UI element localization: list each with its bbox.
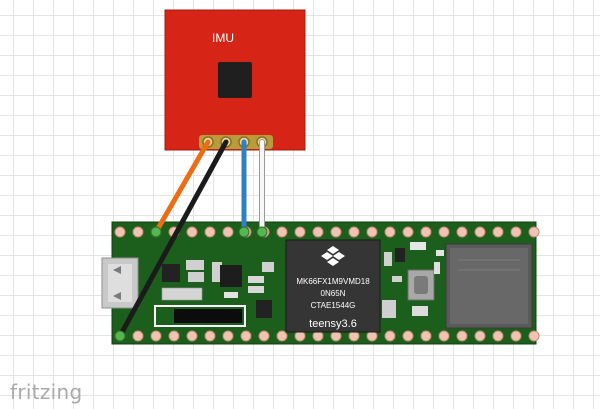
pad-strip <box>174 309 242 323</box>
wire-black[interactable] <box>117 139 229 339</box>
teensy-pin[interactable] <box>222 330 234 342</box>
teensy-pin[interactable] <box>276 330 288 342</box>
smd-part <box>382 300 396 318</box>
teensy-pin[interactable] <box>258 330 270 342</box>
mcu-logo-icon <box>321 246 345 266</box>
mcu-line-2: 0N65N <box>321 289 346 298</box>
teensy-pin[interactable] <box>294 226 306 238</box>
teensy-pin[interactable] <box>132 330 144 342</box>
teensy-pin[interactable] <box>276 226 288 238</box>
teensy-pin[interactable] <box>312 226 324 238</box>
teensy-pin[interactable] <box>150 330 162 342</box>
main-mcu: MK66FX1M9VMD18 0N65N CTAE1544G teensy3.6 <box>285 239 381 333</box>
teensy-pin[interactable] <box>168 330 180 342</box>
smd-part <box>262 262 274 272</box>
fritzing-watermark: fritzing <box>10 380 83 404</box>
teensy-pin[interactable] <box>456 226 468 238</box>
teensy-pin[interactable] <box>330 226 342 238</box>
teensy-pin[interactable] <box>420 330 432 342</box>
teensy-pin[interactable] <box>420 226 432 238</box>
teensy-pin[interactable] <box>204 226 216 238</box>
teensy-pin[interactable] <box>474 330 486 342</box>
smd-part <box>392 276 402 282</box>
teensy-pin[interactable] <box>528 330 540 342</box>
smd-part <box>434 262 440 274</box>
teensy-pin[interactable] <box>114 226 126 238</box>
teensy-pin[interactable] <box>186 330 198 342</box>
connected-pin[interactable] <box>114 330 126 342</box>
teensy-pin[interactable] <box>348 226 360 238</box>
sd-card-slot[interactable] <box>445 243 533 329</box>
connected-pin[interactable] <box>150 226 162 238</box>
usb-connector[interactable] <box>101 257 139 309</box>
teensy-pin[interactable] <box>204 330 216 342</box>
teensy-pin[interactable] <box>510 226 522 238</box>
smd-part <box>248 286 264 293</box>
imu-module[interactable]: IMU <box>164 9 306 151</box>
teensy-pin[interactable] <box>384 226 396 238</box>
teensy-brand: teensy3.6 <box>309 318 357 330</box>
imu-chip <box>218 62 252 98</box>
mcu-line-1: MK66FX1M9VMD18 <box>296 277 370 286</box>
teensy-pin[interactable] <box>438 226 450 238</box>
teensy-pin[interactable] <box>528 226 540 238</box>
teensy-pin[interactable] <box>474 226 486 238</box>
teensy-pin[interactable] <box>510 330 522 342</box>
smd-part <box>212 262 222 282</box>
teensy-pin[interactable] <box>438 330 450 342</box>
imu-label: IMU <box>212 31 234 45</box>
smd-part <box>436 250 444 256</box>
teensy-pin[interactable] <box>240 330 252 342</box>
smd-part <box>384 252 392 266</box>
teensy-pin[interactable] <box>366 226 378 238</box>
smd-part <box>410 242 426 250</box>
smd-part <box>224 292 238 298</box>
smd-part <box>412 306 428 316</box>
smd-chip <box>256 300 272 318</box>
teensy-pin[interactable] <box>384 330 396 342</box>
reset-button[interactable] <box>407 269 435 301</box>
smd-part <box>188 272 204 282</box>
smd-part <box>248 276 264 283</box>
wire-orange[interactable] <box>153 139 211 235</box>
teensy-pin[interactable] <box>222 226 234 238</box>
connected-pin[interactable] <box>256 226 268 238</box>
teensy-pin[interactable] <box>492 330 504 342</box>
teensy-board-group[interactable]: MK66FX1M9VMD18 0N65N CTAE1544G teensy3.6 <box>101 139 540 345</box>
teensy-pin[interactable] <box>132 226 144 238</box>
connected-pin[interactable] <box>238 226 250 238</box>
teensy-pin[interactable] <box>402 226 414 238</box>
smd-part <box>186 260 204 270</box>
pad-outline <box>154 305 246 327</box>
crystal <box>161 287 203 301</box>
teensy-pin[interactable] <box>456 330 468 342</box>
teensy-pin[interactable] <box>402 330 414 342</box>
teensy-pin[interactable] <box>492 226 504 238</box>
smd-chip <box>395 248 405 262</box>
wires <box>117 139 265 339</box>
mcu-line-3: CTAE1544G <box>311 301 356 310</box>
smd-chip <box>162 264 180 282</box>
teensy-pin[interactable] <box>186 226 198 238</box>
processor-small <box>220 265 242 287</box>
